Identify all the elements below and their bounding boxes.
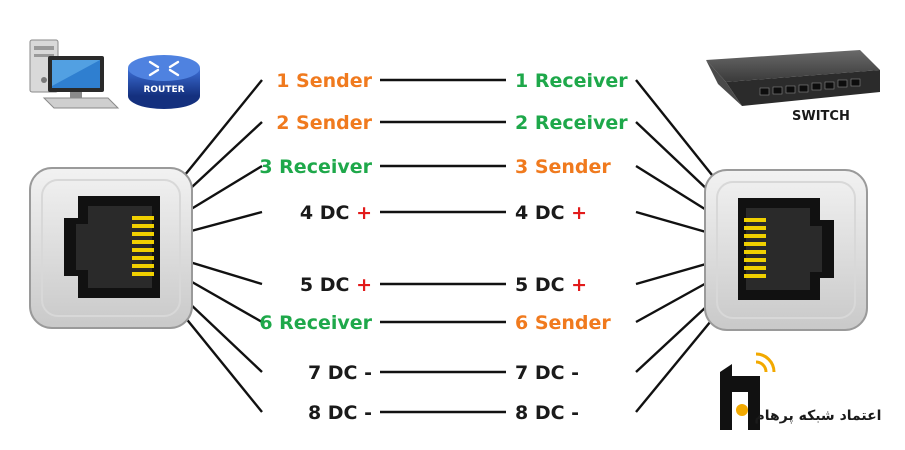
- wire-group: [149, 78, 749, 414]
- left-jack-pin-6: [132, 256, 154, 260]
- right-jack-pin-1: [744, 218, 766, 222]
- right-label-1: 1 Receiver: [515, 70, 628, 92]
- left-label-5: 5 DC +: [300, 274, 372, 296]
- etemad-logo-icon: [720, 352, 776, 430]
- brand-text: اعتماد شبکه پرهام: [755, 408, 882, 424]
- left-label-4: 4 DC +: [300, 202, 372, 224]
- right-label-6: 6 Sender: [515, 312, 611, 334]
- left-jack-pin-7: [132, 264, 154, 268]
- right-jack-pin-5: [744, 250, 766, 254]
- left-label-1: 1 Sender: [276, 70, 372, 92]
- router-label: ROUTER: [143, 85, 184, 95]
- desktop-computer-icon: [29, 39, 120, 109]
- right-jack-pin-3: [744, 234, 766, 238]
- left-jack-pins: [132, 216, 154, 276]
- right-label-5: 5 DC +: [515, 274, 587, 296]
- left-label-3: 3 Receiver: [259, 156, 372, 178]
- left-jack-pin-2: [132, 224, 154, 228]
- left-label-7: 7 DC -: [308, 362, 372, 384]
- right-label-8: 8 DC -: [515, 402, 579, 424]
- switch-label: SWITCH: [792, 109, 850, 124]
- left-label-8: 8 DC -: [308, 402, 372, 424]
- right-label-4: 4 DC +: [515, 202, 587, 224]
- left-jack-pin-1: [132, 216, 154, 220]
- rj45-jack-right: [704, 169, 868, 331]
- left-jack-pin-3: [132, 232, 154, 236]
- right-jack-pin-6: [744, 258, 766, 262]
- left-label-6: 6 Receiver: [259, 312, 372, 334]
- left-jack-pin-5: [132, 248, 154, 252]
- right-jack-pins: [744, 218, 766, 278]
- right-jack-pin-2: [744, 226, 766, 230]
- right-label-7: 7 DC -: [515, 362, 579, 384]
- router-icon: ROUTER: [128, 55, 200, 109]
- left-label-2: 2 Sender: [276, 112, 372, 134]
- left-jack-pin-8: [132, 272, 154, 276]
- right-jack-pin-4: [744, 242, 766, 246]
- pin-labels: 1 Sender 1 Receiver 2 Sender 2 Receiver 3 Re…: [259, 70, 628, 424]
- right-label-2: 2 Receiver: [515, 112, 628, 134]
- right-jack-pin-7: [744, 266, 766, 270]
- left-jack-pin-4: [132, 240, 154, 244]
- right-jack-pin-8: [744, 274, 766, 278]
- rj45-jack-left: [29, 167, 193, 329]
- right-label-3: 3 Sender: [515, 156, 611, 178]
- network-switch-icon: SWITCH: [706, 50, 880, 124]
